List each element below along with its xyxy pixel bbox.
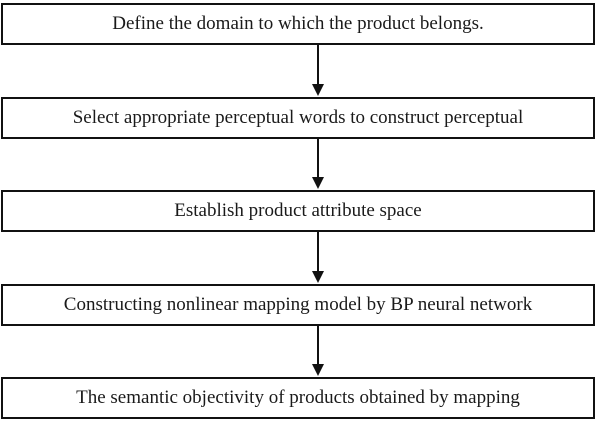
down-arrow-icon <box>312 232 324 283</box>
flow-step-label: Select appropriate perceptual words to c… <box>72 107 524 128</box>
flow-step-bp-mapping-model: Constructing nonlinear mapping model by … <box>1 284 595 326</box>
flow-step-semantic-objectivity: The semantic objectivity of products obt… <box>1 377 595 419</box>
flow-step-define-domain: Define the domain to which the product b… <box>1 3 595 45</box>
down-arrow-icon <box>312 139 324 189</box>
down-arrow-icon <box>312 326 324 376</box>
down-arrow-icon <box>312 45 324 96</box>
flow-step-label: The semantic objectivity of products obt… <box>76 387 520 408</box>
flow-step-attribute-space: Establish product attribute space <box>1 190 595 232</box>
flow-step-label: Establish product attribute space <box>174 200 422 221</box>
flow-step-label: Define the domain to which the product b… <box>112 13 484 34</box>
flow-step-select-perceptual-words: Select appropriate perceptual words to c… <box>1 97 595 139</box>
flow-step-label: Constructing nonlinear mapping model by … <box>63 294 533 315</box>
